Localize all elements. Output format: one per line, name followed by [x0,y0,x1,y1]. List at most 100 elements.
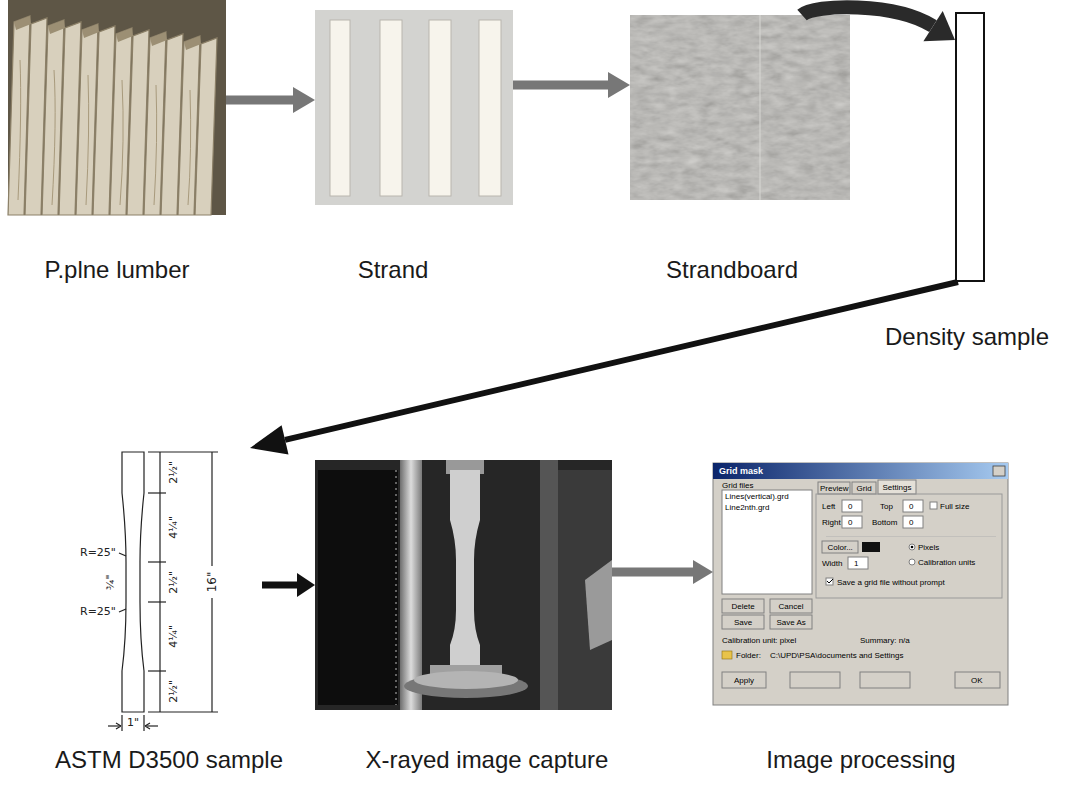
stage-caption: Image processing [766,746,955,775]
xray-photo-part [318,470,398,705]
software-screenshot-part [993,466,1005,476]
software-screenshot-part-part [770,615,812,629]
arrow-shaft [262,582,297,589]
lumber-photo-part-part [195,38,217,215]
lumber-photo-part-part [18,60,21,200]
strandboard-photo-part [630,15,850,200]
lumber-photo-part-part [154,85,157,205]
dimension-label: ¾" [105,573,118,591]
button-text: Apply [734,676,754,685]
software-screenshot-part [826,536,996,538]
software-screenshot-part-part [860,672,910,688]
arrow-shaft [284,279,958,443]
software-screenshot [713,463,1008,705]
arrow-shaft [802,7,933,26]
dimension-label: 2½" [168,459,181,484]
astm-specimen-drawing-part [119,553,126,556]
astm-specimen-drawing-part [211,452,212,566]
xray-photo-part [400,460,422,710]
software-screenshot-part-part [826,578,833,585]
lumber-stage: P.plne lumber [8,0,226,215]
software-screenshot-part [862,542,880,552]
flow-arrow [612,560,713,584]
astm-specimen-drawing-part [159,452,160,712]
ui-text: Folder: [736,651,761,660]
software-screenshot-part-part [848,557,868,569]
lumber-photo-part-part [48,20,65,34]
software-screenshot-part [713,463,1008,705]
astm-specimen-drawing-part [148,451,218,452]
lumber-photo-part-part [14,16,31,30]
astm-specimen-drawing [108,452,218,731]
lumber-photo-part-part [82,24,99,38]
ui-text: Top [880,502,893,511]
lumber-photo [8,0,226,215]
xray-photo-part [396,470,397,705]
astm-specimen-drawing-part [211,598,212,712]
flow-arrow [262,573,315,597]
dimension-label: R=25" [79,606,117,619]
window-title: Grid mask [719,466,763,476]
list-item: Lines(vertical).grd [725,492,789,501]
xray-photo-part [315,460,612,710]
software-screenshot-part-part [818,482,850,494]
software-screenshot-part [827,579,833,583]
lumber-photo-part-part [120,80,123,205]
arrow-shaft [513,81,608,90]
software-screenshot-part [816,494,1002,598]
stage-caption: Strandboard [666,256,798,285]
lumber-photo-part-part [52,70,55,205]
software-screenshot-part [713,463,1008,479]
spin-value: 1 [854,559,858,568]
software-screenshot-part-part [878,480,916,494]
arrow-head [608,72,630,98]
arrow-head [923,11,955,41]
xray-photo-part [414,671,518,689]
strandboard-photo-part [760,15,761,200]
flow-arrow [226,87,315,113]
density-sample-box: Density sample [955,12,985,282]
lumber-photo-part-part [188,90,191,205]
lumber-photo-part-part [116,28,133,42]
software-screenshot-part-part [903,516,923,528]
stage-caption: Density sample [885,323,1049,352]
ui-text: Grid files [722,481,754,490]
astm-specimen-drawing-part [148,670,166,671]
dimension-label: 1" [126,717,140,730]
ui-text: Full size [940,502,969,511]
arrow-head [297,573,315,597]
strand-photo-part-part [330,20,350,196]
button-text: Save [734,618,752,627]
xray-photo-part [450,470,480,668]
ui-text: C:\UPD\PSA\documents and Settings [770,651,903,660]
astm-specimen-drawing-part [148,561,166,562]
strandboard-photo-part [630,15,850,200]
software-screenshot-part-part [790,672,840,688]
dimension-label: R=25" [79,547,117,560]
dimension-label: 16" [205,571,219,594]
software-screenshot-part-part [770,599,812,613]
astm-sample-stage: ASTM D3500 sample [60,448,262,733]
flow-arrow [513,72,630,98]
lumber-photo-part-part [86,75,89,205]
software-screenshot-part-part [842,516,862,528]
strand-photo-part-part [429,20,451,196]
xray-photo-part [585,560,612,650]
dimension-label: 2½" [168,678,181,703]
stage-caption: ASTM D3500 sample [55,746,283,775]
arrow-head [293,87,315,113]
tab-text: Settings [883,483,912,492]
dimension-label: 4¼" [168,623,181,648]
software-screenshot-part-part [903,500,923,512]
lumber-photo-part-part [150,32,167,46]
ui-text: Calibration unit: pixel [722,636,796,645]
strand-photo-part-part [380,20,402,196]
software-screenshot-part-part [909,559,915,565]
software-screenshot-part [911,546,914,549]
arrow-shaft [612,568,693,577]
stage-caption: X-rayed image capture [366,746,609,775]
strand-photo-part [315,10,513,205]
